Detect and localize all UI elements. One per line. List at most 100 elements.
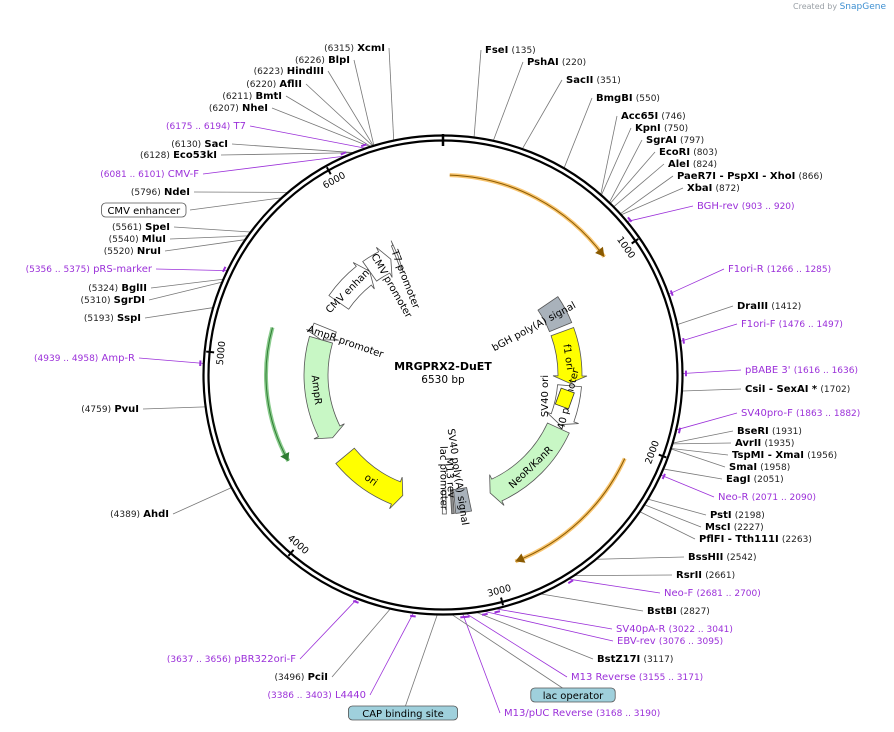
site-pflfi-tth111i-label[interactable]: PflFI - Tth111I (2263): [699, 534, 812, 545]
site-xcmi-label[interactable]: (6315) XcmI: [324, 43, 385, 54]
site-pvui-name: PvuI: [114, 404, 139, 415]
site-nrui-label[interactable]: (5520) NruI: [104, 246, 161, 257]
site-sspi-text: (5193) SspI: [84, 313, 141, 324]
site-sv40pro-f-label[interactable]: SV40pro-F (1863 .. 1882): [741, 408, 860, 419]
site-sgrdi-label[interactable]: (5310) SgrDI: [81, 295, 145, 306]
site-nhei-label[interactable]: (6207) NheI: [209, 103, 268, 114]
site-xbai-name: XbaI: [687, 183, 712, 194]
site-l4440-label[interactable]: (3386 .. 3403) L4440: [268, 690, 367, 701]
site-bsshii-leader: [596, 556, 685, 560]
site-draiii-position: (1412): [771, 302, 801, 312]
site-ecori-label[interactable]: EcoRI (803): [659, 147, 717, 158]
site-saci-label[interactable]: (6130) SacI: [171, 139, 228, 150]
snapgene-branding: Created by SnapGene: [793, 2, 886, 12]
site-msci-position: (2227): [734, 523, 764, 533]
site-alei-position: (824): [693, 160, 717, 170]
site-msci-name: MscI: [705, 522, 731, 533]
site-msci-label[interactable]: MscI (2227): [705, 522, 764, 533]
site-pcii-label[interactable]: (3496) PciI: [274, 672, 328, 683]
site-sv40pa-r-label[interactable]: SV40pA-R (3022 .. 3041): [616, 624, 733, 635]
site-hindiii-label[interactable]: (6223) HindIII: [254, 66, 324, 77]
site-m13-reverse-label[interactable]: M13 Reverse (3155 .. 3171): [571, 672, 703, 683]
scale-tick-4000: [287, 549, 295, 557]
site-cmv-enhancer-label[interactable]: CMV enhancer: [101, 202, 187, 218]
site-acc65i-label[interactable]: Acc65I (746): [621, 111, 686, 122]
site-eco53ki-position: (6128): [140, 151, 170, 161]
feature-mrgprx2-orf-head: [595, 246, 605, 257]
site-eco53ki-name: Eco53kI: [173, 150, 217, 161]
site-msci-text: MscI (2227): [705, 522, 764, 533]
site-spei-label[interactable]: (5561) SpeI: [112, 222, 170, 233]
site-bgh-rev-label[interactable]: BGH-rev (903 .. 920): [697, 201, 795, 212]
site-pbr322ori-f-marker: [352, 599, 359, 604]
site-eco53ki-label[interactable]: (6128) Eco53kI: [140, 150, 217, 161]
feature-neor-kanr: [489, 422, 570, 506]
site-rsrii-label[interactable]: RsrII (2661): [676, 570, 735, 581]
site-avrii-label[interactable]: AvrII (1935): [735, 438, 794, 449]
site-prs-marker-label[interactable]: (5356 .. 5375) pRS-marker: [26, 264, 153, 275]
site-f1ori-r-label[interactable]: F1ori-R (1266 .. 1285): [728, 264, 831, 275]
site-csii-sexai-position: (1702): [820, 385, 850, 395]
site-bseri-label[interactable]: BseRI (1931): [737, 426, 802, 437]
site-sgrai-label[interactable]: SgrAI (797): [646, 135, 704, 146]
site-pbr322ori-f-position: (3637 .. 3656): [167, 655, 231, 665]
site-pcii-name: PciI: [308, 672, 328, 683]
site-bmti-label[interactable]: (6211) BmtI: [222, 91, 282, 102]
site-xbai-label[interactable]: XbaI (872): [687, 183, 740, 194]
site-ebv-rev-name: EBV-rev: [617, 636, 656, 647]
site-sspi-label[interactable]: (5193) SspI: [84, 313, 141, 324]
site-ebv-rev-leader: [484, 611, 614, 642]
site-tspmi-xmai-leader: [671, 448, 729, 456]
feature-neor-orf-head: [515, 553, 526, 563]
site-lac-operator-label[interactable]: lac operator: [530, 687, 616, 703]
site-amp-r-position: (4939 .. 4958): [34, 354, 98, 364]
site-t7-text: (6175 .. 6194) T7: [166, 121, 246, 132]
site-pbabe-3-text: pBABE 3' (1616 .. 1636): [745, 365, 858, 376]
site-smai-label[interactable]: SmaI (1958): [729, 462, 790, 473]
site-pshai-label[interactable]: PshAI (220): [527, 57, 586, 68]
site-draiii-label[interactable]: DraIII (1412): [737, 301, 801, 312]
site-pbr322ori-f-label[interactable]: (3637 .. 3656) pBR322ori-F: [167, 654, 296, 665]
site-neo-f-label[interactable]: Neo-F (2681 .. 2700): [664, 588, 761, 599]
site-neo-r-label[interactable]: Neo-R (2071 .. 2090): [718, 492, 816, 503]
site-pshai-position: (220): [562, 58, 586, 68]
site-eagi-label[interactable]: EagI (2051): [726, 474, 784, 485]
label-leader-lines: [138, 47, 742, 714]
site-cap-binding-site-label[interactable]: CAP binding site: [347, 705, 458, 721]
site-cmv-f-label[interactable]: (6081 .. 6101) CMV-F: [100, 169, 199, 180]
site-t7-label[interactable]: (6175 .. 6194) T7: [166, 121, 246, 132]
site-kpni-label[interactable]: KpnI (750): [635, 123, 688, 134]
site-draiii-name: DraIII: [737, 301, 768, 312]
site-fsei-label[interactable]: FseI (135): [485, 45, 536, 56]
site-ndei-label[interactable]: (5796) NdeI: [131, 187, 190, 198]
site-sacii-label[interactable]: SacII (351): [566, 75, 621, 86]
site-pvui-label[interactable]: (4759) PvuI: [81, 404, 139, 415]
site-bmgbi-label[interactable]: BmgBI (550): [596, 93, 660, 104]
feature-lac-promoter-label: lac promoter: [437, 446, 449, 511]
site-amp-r-label[interactable]: (4939 .. 4958) Amp-R: [34, 353, 135, 364]
site-blpi-label[interactable]: (6226) BlpI: [295, 55, 350, 66]
site-bglii-label[interactable]: (5324) BglII: [88, 283, 147, 294]
site-mlui-position: (5540): [109, 235, 139, 245]
site-mlui-label[interactable]: (5540) MluI: [109, 234, 166, 245]
site-m13-puc-reverse-label[interactable]: M13/pUC Reverse (3168 .. 3190): [504, 708, 660, 719]
site-f1ori-f-label[interactable]: F1ori-F (1476 .. 1497): [741, 319, 843, 330]
site-tspmi-xmai-label[interactable]: TspMI - XmaI (1956): [732, 450, 837, 461]
site-ahdi-label[interactable]: (4389) AhdI: [110, 509, 169, 520]
site-psti-label[interactable]: PstI (2198): [710, 510, 765, 521]
site-pbabe-3-label[interactable]: pBABE 3' (1616 .. 1636): [745, 365, 858, 376]
site-aflii-position: (6220): [246, 80, 276, 90]
site-aflii-label[interactable]: (6220) AflII: [246, 79, 302, 90]
site-xcmi-leader: [388, 47, 395, 141]
site-bsshii-label[interactable]: BssHII (2542): [688, 552, 756, 563]
site-bstbi-label[interactable]: BstBI (2827): [647, 606, 710, 617]
site-sacii-text: SacII (351): [566, 75, 621, 86]
site-paer7i-pspxi-xhoi-label[interactable]: PaeR7I - PspXI - XhoI (866): [677, 171, 823, 182]
site-csii-sexai-label[interactable]: CsiI - SexAI * (1702): [745, 384, 850, 395]
site-saci-name: SacI: [204, 139, 228, 150]
site-bstz17i-label[interactable]: BstZ17I (3117): [597, 654, 673, 665]
site-sgrdi-text: (5310) SgrDI: [81, 295, 145, 306]
site-ebv-rev-label[interactable]: EBV-rev (3076 .. 3095): [617, 636, 723, 647]
site-alei-label[interactable]: AleI (824): [668, 159, 717, 170]
site-cap-binding-site-leader: [402, 614, 438, 714]
